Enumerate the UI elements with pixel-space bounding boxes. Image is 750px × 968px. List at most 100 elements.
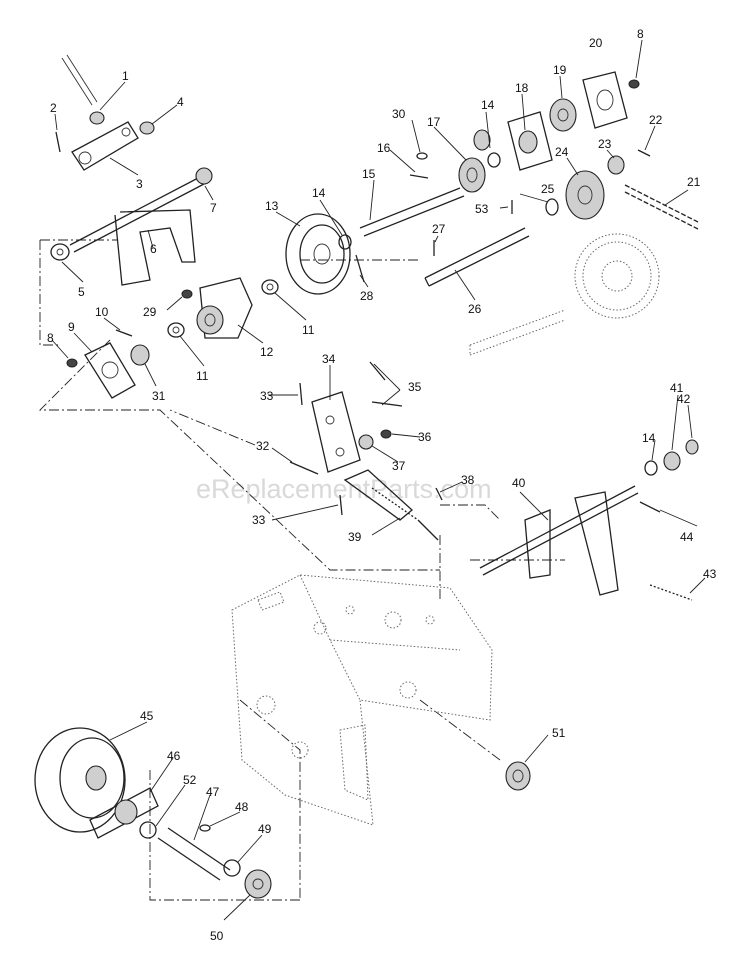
part-9-flange-plate [84, 342, 136, 399]
part-14-washer-b [487, 152, 501, 168]
part-46-bearing-housing [89, 787, 159, 839]
callout-49: 49 [258, 822, 272, 836]
part-50-bushing [244, 869, 272, 899]
part-1-cable-end [61, 54, 105, 125]
callout-50: 50 [210, 929, 224, 943]
callout-42: 42 [677, 392, 691, 406]
part-7-bushing [195, 167, 213, 185]
part-22-pin [637, 149, 651, 157]
part-6-shift-fork [69, 176, 205, 286]
part-18-hub-flange [507, 111, 553, 171]
callout-37: 37 [392, 459, 406, 473]
callout-2: 2 [50, 101, 57, 115]
callout-5: 5 [78, 285, 85, 299]
callout-41: 41 [670, 381, 684, 395]
part-31-bearing [130, 344, 150, 366]
part-11-washer-lower [167, 322, 185, 338]
part-28-bolt [355, 254, 365, 283]
part-8-nut-upper [628, 79, 640, 89]
part-12-bearing-housing [196, 277, 253, 339]
part-51-bushing [505, 761, 531, 791]
part-5-washer [50, 243, 70, 261]
callout-10: 10 [95, 305, 109, 319]
part-13-friction-disc [285, 213, 351, 295]
part-26-hex-shaft [424, 227, 530, 287]
watermark-text: eReplacementParts.com [196, 474, 492, 504]
part-33-pin-upper [299, 382, 303, 406]
callout-44: 44 [680, 530, 694, 544]
callout-39: 39 [348, 530, 362, 544]
part-38-spring-clip [435, 487, 443, 501]
callout-14-c: 14 [642, 431, 656, 445]
part-47-axle [157, 827, 231, 881]
callout-46: 46 [167, 749, 181, 763]
callout-24: 24 [555, 145, 569, 159]
part-45-pulley [34, 727, 126, 833]
callout-14-b: 14 [481, 98, 495, 112]
callout-48: 48 [235, 800, 249, 814]
part-34-bracket [311, 391, 361, 473]
part-24-sprocket [565, 170, 605, 220]
callout-8-upper: 8 [637, 27, 644, 41]
part-15-shaft [359, 187, 465, 237]
callout-13: 13 [265, 199, 279, 213]
callout-15: 15 [362, 167, 376, 181]
callout-30: 30 [392, 107, 406, 121]
part-14-bushing [473, 129, 491, 151]
part-11-washer-upper [261, 279, 279, 295]
part-20-bearing-plate [582, 71, 628, 129]
auger-housing [231, 574, 493, 826]
callout-53: 53 [475, 202, 489, 216]
callout-11-lower: 11 [196, 369, 209, 383]
callout-19: 19 [553, 63, 567, 77]
callout-6: 6 [150, 242, 157, 256]
callout-21: 21 [687, 175, 701, 189]
callout-38: 38 [461, 473, 475, 487]
part-40-shift-shaft [479, 485, 639, 596]
part-43-spring [649, 584, 693, 601]
callout-29: 29 [143, 305, 157, 319]
callout-4: 4 [177, 95, 184, 109]
part-25-washer [545, 198, 559, 216]
part-29-nut [181, 289, 193, 299]
callout-23: 23 [598, 137, 612, 151]
callout-33-lower: 33 [252, 513, 266, 527]
callout-1: 1 [122, 69, 129, 83]
part-10-bolt [115, 329, 133, 337]
callout-34: 34 [322, 352, 336, 366]
part-8-nut [66, 358, 78, 368]
part-35-bolt-b [371, 401, 403, 407]
part-33-pin-lower [339, 494, 343, 516]
callout-26: 26 [468, 302, 482, 316]
part-41-bushing [663, 451, 681, 471]
callout-35: 35 [408, 380, 422, 394]
callout-3: 3 [136, 177, 143, 191]
callout-labels: 1 2 3 4 5 6 7 8 9 10 11 11 12 13 14 14 1… [47, 27, 717, 943]
part-35-bolt-a [369, 361, 386, 381]
callout-18: 18 [515, 81, 529, 95]
callout-27: 27 [432, 222, 446, 236]
part-19-bearing [549, 98, 577, 132]
part-39-spring [343, 469, 439, 541]
callout-36: 36 [418, 430, 432, 444]
leader-lines [51, 39, 706, 921]
callout-14-a: 14 [312, 186, 326, 200]
part-16-pin [409, 174, 429, 179]
assembly-lines [38, 239, 565, 901]
callout-8: 8 [47, 331, 54, 345]
part-2-pin [55, 131, 61, 153]
callout-22: 22 [649, 113, 663, 127]
part-32-bolt [289, 461, 319, 475]
callout-9: 9 [68, 320, 75, 334]
callout-47: 47 [206, 785, 220, 799]
callout-25: 25 [541, 182, 555, 196]
part-42-bushing [685, 439, 699, 455]
part-4-bushing [139, 121, 155, 135]
callout-40: 40 [512, 476, 526, 490]
callout-17: 17 [427, 115, 441, 129]
callout-32: 32 [256, 439, 270, 453]
callout-16: 16 [377, 141, 391, 155]
part-48-key [199, 824, 211, 832]
